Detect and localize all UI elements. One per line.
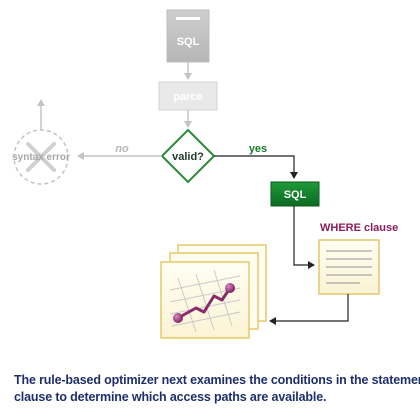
arrow-where-to-plans bbox=[269, 294, 349, 325]
caption: The rule-based optimizer next examines t… bbox=[14, 372, 420, 406]
syntax-error-node: syntax error bbox=[12, 129, 70, 185]
arrow-yes-branch bbox=[214, 155, 298, 179]
plan-page-front bbox=[160, 261, 250, 339]
no-branch-label: no bbox=[115, 143, 129, 155]
access-path-line bbox=[176, 286, 232, 320]
decision-diamond bbox=[160, 128, 216, 184]
sql-source-node: SQL bbox=[166, 9, 210, 63]
decision-node: valid? bbox=[160, 128, 216, 184]
parse-step-label: parce bbox=[173, 91, 202, 103]
syntax-error-label: syntax error bbox=[12, 152, 70, 163]
parse-step-node: parce bbox=[158, 81, 218, 111]
where-clause-label: WHERE clause bbox=[320, 222, 398, 234]
access-paths-stack bbox=[160, 244, 267, 339]
decision-label: valid? bbox=[172, 151, 204, 163]
path-start-dot-icon bbox=[173, 313, 183, 323]
arrow-sql-to-where bbox=[293, 206, 315, 269]
caption-line-1: The rule-based optimizer next examines t… bbox=[14, 373, 420, 387]
where-clause-document bbox=[318, 239, 380, 295]
sql-valid-node: SQL bbox=[270, 181, 320, 207]
path-end-dot-icon bbox=[225, 283, 235, 293]
sql-valid-label: SQL bbox=[284, 189, 307, 201]
sql-source-label: SQL bbox=[177, 36, 200, 48]
yes-branch-label: yes bbox=[249, 143, 267, 155]
caption-line-2: clause to determine which access paths a… bbox=[14, 390, 327, 404]
